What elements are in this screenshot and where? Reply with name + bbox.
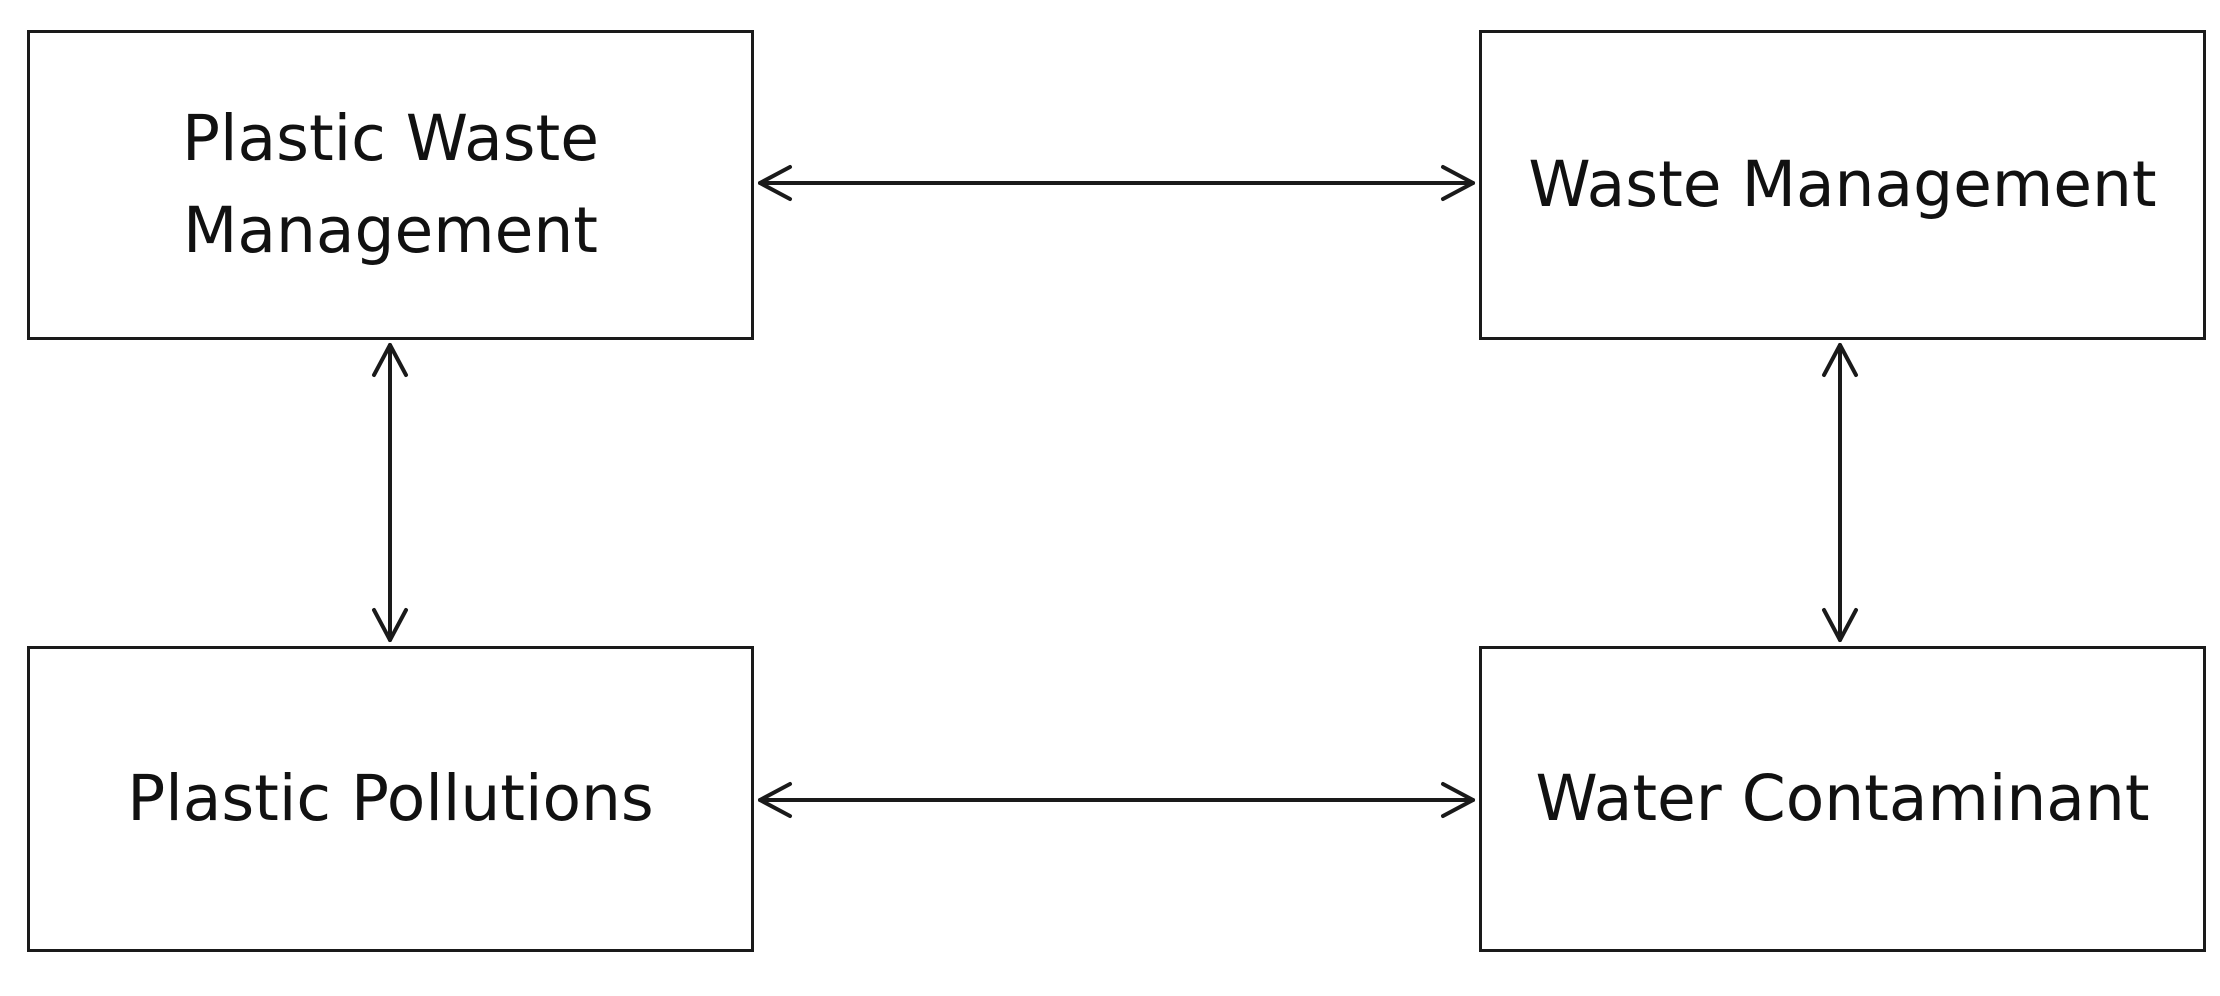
arrow-pwm-wm bbox=[758, 165, 1475, 201]
node-label: Waste Management bbox=[1528, 148, 2157, 221]
arrow-pwm-pp bbox=[372, 343, 408, 642]
node-label-line1: Plastic Waste bbox=[182, 102, 599, 175]
node-label-line2: Management bbox=[182, 194, 598, 267]
node-water-contaminant: Water Contaminant bbox=[1479, 646, 2206, 952]
node-plastic-pollutions: Plastic Pollutions bbox=[27, 646, 754, 952]
arrow-pp-wc bbox=[758, 782, 1475, 818]
node-label: Plastic Pollutions bbox=[127, 762, 654, 835]
node-label: Water Contaminant bbox=[1535, 762, 2150, 835]
arrow-wm-wc bbox=[1822, 343, 1858, 642]
node-waste-management: Waste Management bbox=[1479, 30, 2206, 340]
node-plastic-waste-management: Plastic Waste Management bbox=[27, 30, 754, 340]
